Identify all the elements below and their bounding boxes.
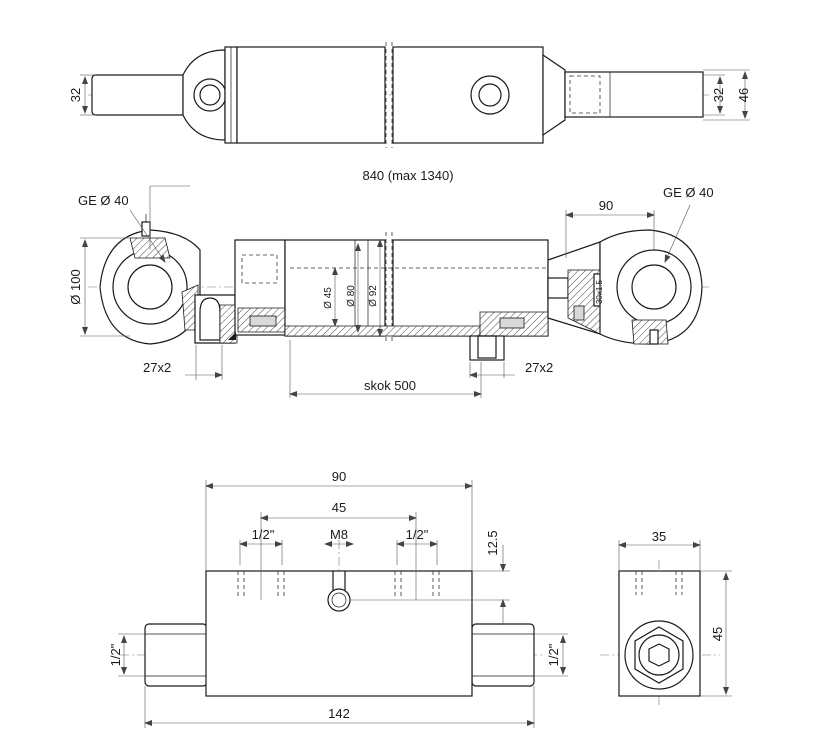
right-tongue xyxy=(564,71,704,118)
left-pin-inner xyxy=(199,84,221,106)
dim-46: 46 xyxy=(736,88,751,102)
dim-d80: Ø 80 xyxy=(346,285,357,307)
cylinder-top-view: 32 32 46 xyxy=(68,42,751,148)
right-rod-eye xyxy=(599,229,703,345)
dim-30x1-5: 30x1.5 xyxy=(595,279,604,304)
right-eye-ball xyxy=(631,264,677,310)
block-dim-half-left: 1/2" xyxy=(252,527,275,542)
left-eye-ball xyxy=(127,264,173,310)
right-fitting xyxy=(471,623,535,687)
port-27x2-left: 27x2 xyxy=(143,360,171,375)
left-fitting xyxy=(144,623,208,687)
bottom-port xyxy=(469,335,505,361)
valve-block-side-view: 35 45 xyxy=(600,529,732,705)
side-dim-45: 45 xyxy=(710,627,725,641)
valve-block xyxy=(205,570,473,697)
left-eye-boss xyxy=(182,49,226,141)
block-dim-45: 45 xyxy=(332,500,346,515)
block-dim-142: 142 xyxy=(328,706,350,721)
side-port-outer xyxy=(624,620,694,690)
ge-right-label: GE Ø 40 xyxy=(663,185,714,200)
barrel-right xyxy=(392,46,544,144)
dim-90-section: 90 xyxy=(599,198,613,213)
left-tongue xyxy=(91,74,184,116)
fitting-dim-right: 1/2" xyxy=(546,643,561,666)
dim-d92: Ø 92 xyxy=(368,285,379,307)
valve-block-front-view: 90 45 1/2" M8 1/2" 12.5 1/2" 1/2" 142 xyxy=(108,469,568,728)
block-dim-half-right: 1/2" xyxy=(406,527,429,542)
port-inner xyxy=(478,83,502,107)
left-rod-eye xyxy=(99,229,201,345)
port-27x2-right: 27x2 xyxy=(525,360,553,375)
block-dim-12-5: 12.5 xyxy=(485,530,500,555)
dim-32-left: 32 xyxy=(68,88,83,102)
side-dim-35: 35 xyxy=(652,529,666,544)
dim-32-right: 32 xyxy=(711,88,726,102)
stroke-label: skok 500 xyxy=(364,378,416,393)
block-dim-90: 90 xyxy=(332,469,346,484)
cylinder-section-view: GE Ø 40 GE Ø 40 90 Ø 100 Ø 45 Ø 80 Ø 92 … xyxy=(68,185,714,398)
ge-left-label: GE Ø 40 xyxy=(78,193,129,208)
dim-d45: Ø 45 xyxy=(323,287,334,309)
dim-d100: Ø 100 xyxy=(68,269,83,304)
fitting-dim-left: 1/2" xyxy=(108,643,123,666)
overall-length-label: 840 (max 1340) xyxy=(362,168,453,183)
right-cap xyxy=(542,53,566,137)
port-outer xyxy=(470,75,510,115)
barrel-left xyxy=(236,46,386,144)
block-dim-m8: M8 xyxy=(330,527,348,542)
